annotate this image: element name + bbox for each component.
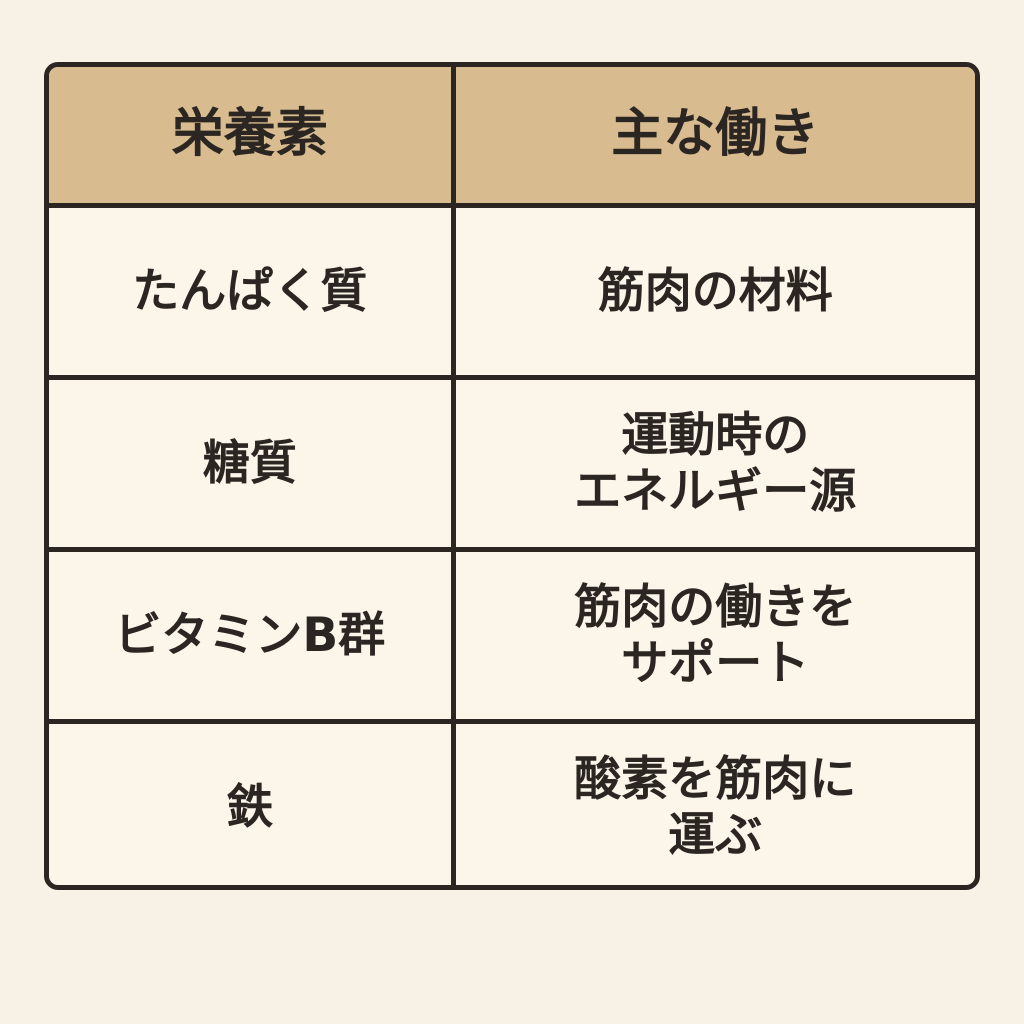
nutrient-cell: 糖質 <box>49 375 456 552</box>
function-line: 運動時の <box>621 408 810 464</box>
table-row: ビタミンB群 筋肉の働きを サポート <box>49 547 975 724</box>
nutrient-table: 栄養素 主な働き たんぱく質 筋肉の材料 糖質 運動時の エネルギー源 ビタミン… <box>44 62 980 890</box>
table-row: 鉄 酸素を筋肉に 運ぶ <box>49 719 975 885</box>
header-nutrient: 栄養素 <box>49 67 456 208</box>
table-row: 糖質 運動時の エネルギー源 <box>49 375 975 552</box>
table-header-row: 栄養素 主な働き <box>49 67 975 208</box>
nutrient-cell: 鉄 <box>49 719 456 885</box>
function-line: 運ぶ <box>668 807 763 863</box>
function-line: 筋肉の働きを <box>574 580 857 636</box>
nutrient-cell: たんぱく質 <box>49 203 456 380</box>
header-main-function: 主な働き <box>450 67 975 208</box>
nutrient-table-grid: 栄養素 主な働き たんぱく質 筋肉の材料 糖質 運動時の エネルギー源 ビタミン… <box>49 67 975 885</box>
function-cell: 筋肉の材料 <box>450 203 975 380</box>
function-line: 筋肉の材料 <box>597 263 833 319</box>
table-row: たんぱく質 筋肉の材料 <box>49 203 975 380</box>
function-line: エネルギー源 <box>574 463 857 519</box>
function-cell: 筋肉の働きを サポート <box>450 547 975 724</box>
function-cell: 酸素を筋肉に 運ぶ <box>450 719 975 885</box>
function-line: サポート <box>621 635 810 691</box>
nutrient-cell: ビタミンB群 <box>49 547 456 724</box>
function-cell: 運動時の エネルギー源 <box>450 375 975 552</box>
function-line: 酸素を筋肉に <box>574 752 857 808</box>
